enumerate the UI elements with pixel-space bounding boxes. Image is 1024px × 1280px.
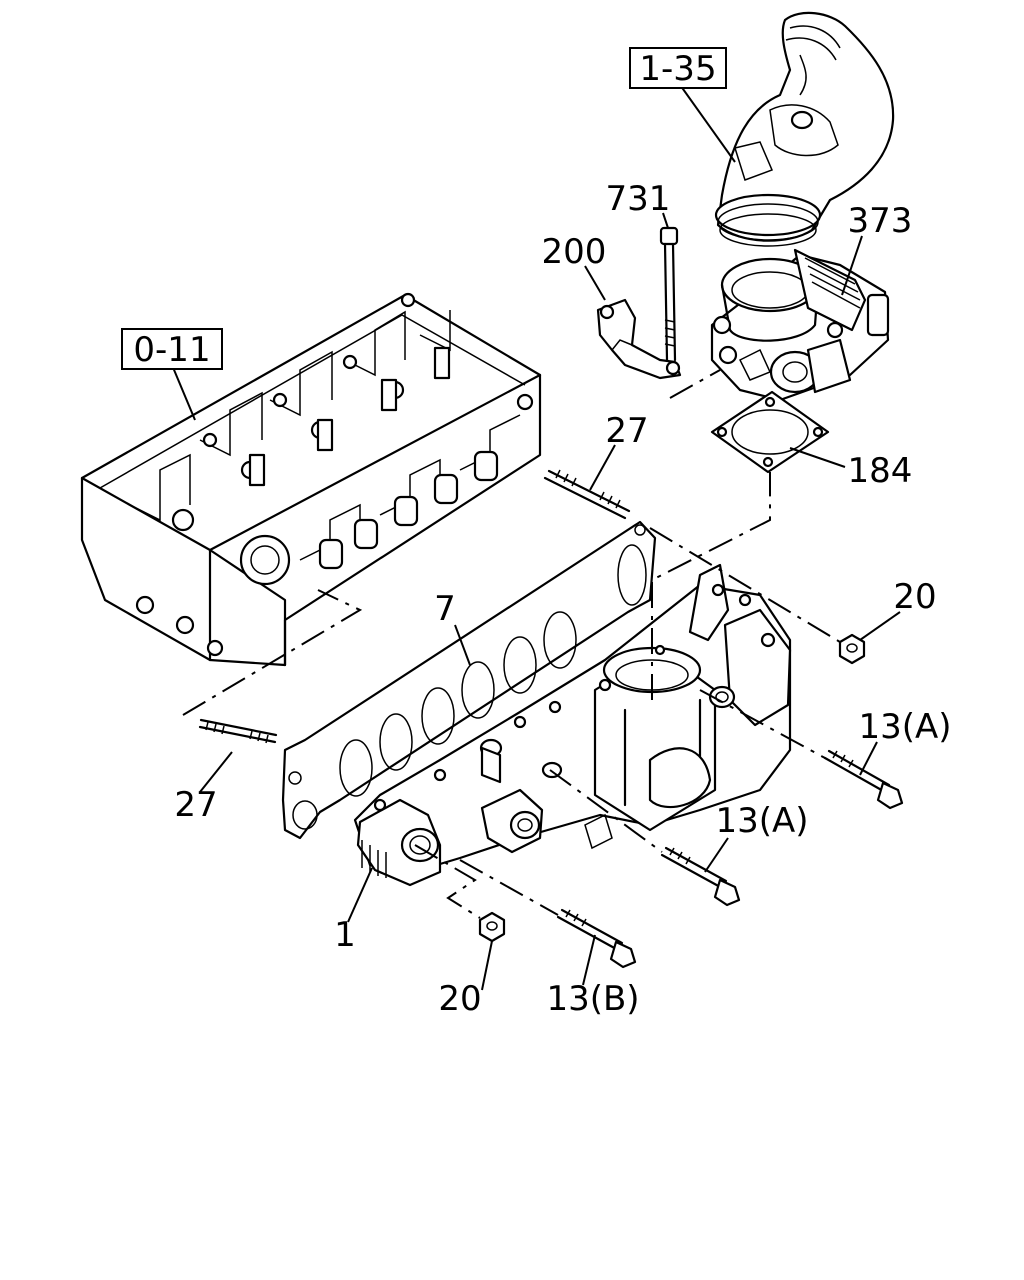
alignment-lines [182, 369, 846, 919]
bolt-13a-right [823, 749, 904, 810]
callout-731: 731 [606, 179, 671, 219]
gasket-184 [710, 390, 830, 474]
callout-27-top: 27 [605, 411, 648, 451]
callout-1: 1 [334, 915, 356, 955]
bolt-731 [659, 226, 679, 362]
callout-ref-0-11: 0-11 [133, 330, 210, 370]
callout-13a-right: 13(A) [858, 707, 951, 747]
callout-7: 7 [434, 589, 456, 629]
manifold-gasket-7 [281, 520, 657, 840]
leader-lines [171, 81, 901, 991]
reference-box-0-11: 0-11 [121, 328, 223, 370]
bracket-200 [596, 298, 682, 380]
callout-200: 200 [542, 232, 607, 272]
nut-20-bottom [478, 911, 506, 943]
callout-13b: 13(B) [546, 979, 639, 1019]
nut-20-right [838, 633, 866, 665]
callout-13a-mid: 13(A) [715, 801, 808, 841]
stud-27-left [198, 718, 278, 744]
callout-20-bottom: 20 [438, 979, 481, 1019]
callout-20-right: 20 [893, 577, 936, 617]
bolt-13b [556, 908, 637, 969]
reference-box-1-35: 1-35 [629, 47, 727, 89]
callout-373: 373 [848, 201, 913, 241]
callout-184: 184 [848, 451, 913, 491]
intake-manifold [353, 563, 792, 887]
cylinder-head [80, 292, 542, 667]
callout-ref-1-35: 1-35 [639, 49, 716, 89]
bolt-13a-mid [660, 846, 741, 907]
air-intake-hose [714, 11, 895, 247]
stud-27-top [543, 469, 631, 520]
callout-27-left: 27 [174, 785, 217, 825]
throttle-body [710, 248, 890, 402]
